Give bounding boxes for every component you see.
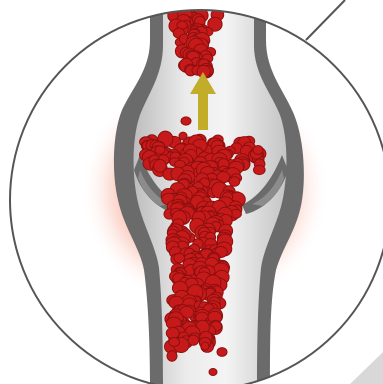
blood-cell: [190, 0, 201, 9]
blood-cell: [217, 348, 227, 357]
blood-cell: [188, 0, 198, 9]
blood-cell: [198, 0, 211, 7]
blood-cell: [166, 328, 179, 339]
blood-cell: [229, 177, 240, 186]
blood-cell: [169, 338, 180, 347]
blood-cell: [195, 0, 207, 9]
blood-cell: [253, 165, 265, 174]
blood-cell: [174, 253, 185, 263]
blood-cell: [198, 0, 211, 8]
blood-cell: [171, 0, 187, 9]
blood-cell: [167, 351, 177, 361]
blood-cell: [155, 146, 165, 155]
blood-cell: [253, 146, 263, 155]
blood-cell: [188, 335, 199, 345]
blood-cell: [209, 369, 217, 376]
leader-line: [306, 0, 345, 40]
blood-cell: [201, 342, 209, 350]
magnified-view: [80, 0, 330, 384]
blood-cell: [181, 117, 191, 125]
corner-shadow: [350, 352, 383, 384]
blood-cell: [179, 132, 187, 140]
